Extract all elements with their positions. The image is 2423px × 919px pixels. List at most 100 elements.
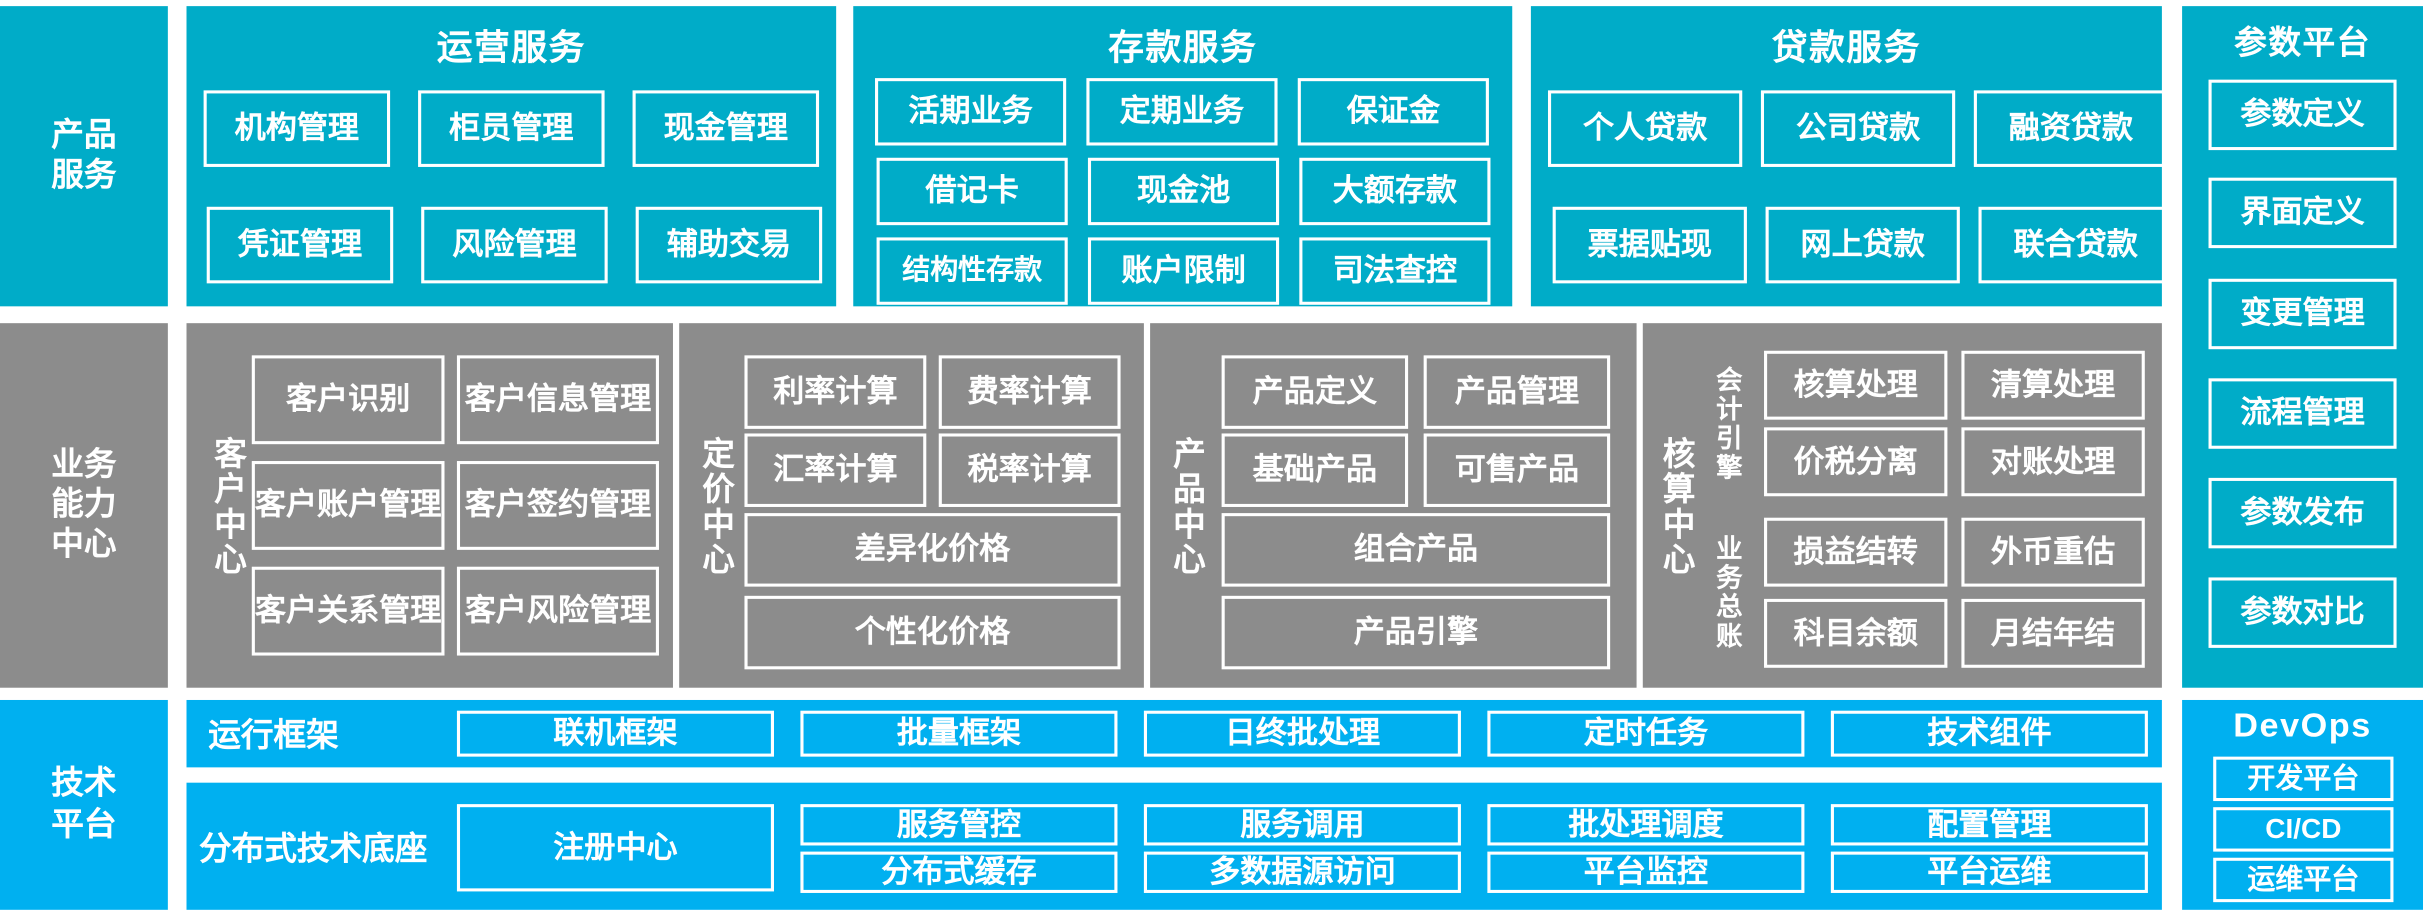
cell-param-6[interactable]: 参数对比	[2208, 577, 2397, 648]
cell-runtime-2[interactable]: 批量框架	[800, 710, 1118, 757]
group-vlabel-product-center: 产品中心	[1169, 436, 1206, 578]
group-title-devops: DevOps	[2233, 706, 2372, 745]
cell-product-wide-2[interactable]: 产品引擎	[1221, 595, 1611, 670]
cell-operation-4[interactable]: 凭证管理	[206, 206, 394, 284]
cell-customer-6[interactable]: 客户风险管理	[456, 566, 659, 656]
group-title-operation-service: 运营服务	[436, 27, 586, 68]
cell-operation-3[interactable]: 现金管理	[632, 90, 820, 167]
cell-foundation-r2-2[interactable]: 多数据源访问	[1143, 851, 1461, 893]
layer-label-technology-platform: 技术 平台	[0, 700, 168, 910]
cell-param-5[interactable]: 参数发布	[2208, 477, 2397, 549]
cell-deposit-1[interactable]: 活期业务	[875, 78, 1067, 146]
cell-runtime-4[interactable]: 定时任务	[1487, 710, 1805, 757]
cell-devops-1[interactable]: 开发平台	[2213, 756, 2394, 802]
label-line-1: 产品	[51, 117, 117, 153]
cell-pricing-1[interactable]: 利率计算	[744, 355, 927, 429]
group-accounting-center: 核算中心 会计引擎 业务总账 核算处理 清算处理 价税分离 对账处理 损益结转 …	[1642, 323, 2162, 688]
group-title-parameter-platform: 参数平台	[2234, 26, 2371, 62]
subgroup-vlabel-accounting-engine: 会计引擎	[1711, 366, 1741, 483]
layer-label-business-capability: 业务 能力 中心	[0, 323, 168, 688]
cell-param-3[interactable]: 变更管理	[2208, 278, 2397, 350]
cell-loan-1[interactable]: 个人贷款	[1547, 90, 1743, 167]
cell-foundation-r1-1[interactable]: 服务管控	[800, 804, 1118, 846]
cell-runtime-1[interactable]: 联机框架	[456, 710, 774, 757]
cell-loan-3[interactable]: 融资贷款	[1973, 90, 2169, 167]
cell-loan-6[interactable]: 联合贷款	[1978, 206, 2173, 284]
cell-pricing-2[interactable]: 费率计算	[938, 355, 1121, 429]
cell-accounting-engine-2[interactable]: 清算处理	[1961, 350, 2145, 420]
cell-customer-3[interactable]: 客户账户管理	[251, 461, 445, 550]
cell-loan-2[interactable]: 公司贷款	[1760, 90, 1956, 167]
cell-customer-1[interactable]: 客户识别	[251, 355, 445, 445]
cell-runtime-5[interactable]: 技术组件	[1830, 710, 2148, 757]
cell-param-2[interactable]: 界面定义	[2208, 177, 2397, 249]
cell-deposit-2[interactable]: 定期业务	[1086, 78, 1278, 146]
row-label-distributed-foundation: 分布式技术底座	[198, 830, 428, 867]
layer-technology-platform-label: 技术 平台	[0, 699, 168, 910]
cell-foundation-r1-3[interactable]: 批处理调度	[1487, 804, 1805, 846]
cell-deposit-9[interactable]: 司法查控	[1299, 237, 1491, 305]
cell-general-ledger-2[interactable]: 外币重估	[1961, 517, 2145, 587]
cell-deposit-3[interactable]: 保证金	[1297, 78, 1489, 146]
group-product-center: 产品中心 产品定义 产品管理 基础产品 可售产品 组合产品 产品引擎	[1150, 323, 1637, 688]
group-deposit-service: 存款服务 活期业务 定期业务 保证金 借记卡 现金池 大额存款 结构性存款 账户…	[853, 6, 1513, 307]
layer-label-product-service: 产品 服务	[0, 6, 168, 306]
cell-pricing-wide-2[interactable]: 个性化价格	[744, 595, 1121, 670]
cell-loan-4[interactable]: 票据贴现	[1552, 206, 1747, 284]
cell-accounting-engine-1[interactable]: 核算处理	[1764, 350, 1948, 420]
cell-foundation-r2-1[interactable]: 分布式缓存	[800, 851, 1118, 893]
cell-param-4[interactable]: 流程管理	[2208, 378, 2397, 449]
cell-product-2[interactable]: 产品管理	[1423, 355, 1611, 429]
group-pricing-center: 定价中心 利率计算 费率计算 汇率计算 税率计算 差异化价格 个性化价格	[679, 323, 1144, 688]
label-line-1: 技术	[51, 766, 117, 802]
cell-deposit-4[interactable]: 借记卡	[876, 157, 1068, 226]
cell-customer-4[interactable]: 客户签约管理	[456, 461, 659, 550]
label-line-2: 服务	[51, 157, 117, 193]
layer-product-service-label: 产品 服务	[0, 6, 168, 307]
cell-foundation-r2-4[interactable]: 平台运维	[1830, 851, 2148, 893]
cell-foundation-r2-3[interactable]: 平台监控	[1487, 851, 1805, 893]
cell-operation-2[interactable]: 柜员管理	[418, 90, 605, 167]
group-operation-service: 运营服务 机构管理 柜员管理 现金管理 凭证管理 风险管理 辅助交易	[186, 6, 837, 307]
cell-accounting-engine-3[interactable]: 价税分离	[1764, 427, 1948, 497]
group-title-deposit-service: 存款服务	[1108, 27, 1258, 68]
cell-customer-5[interactable]: 客户关系管理	[251, 566, 445, 656]
cell-registry-center[interactable]: 注册中心	[456, 804, 774, 892]
group-devops: DevOps 开发平台 CI/CD 运维平台	[2182, 699, 2423, 910]
group-loan-service: 贷款服务 个人贷款 公司贷款 融资贷款 票据贴现 网上贷款 联合贷款	[1530, 6, 2173, 307]
cell-general-ledger-3[interactable]: 科目余额	[1764, 598, 1948, 668]
cell-customer-2[interactable]: 客户信息管理	[456, 355, 659, 445]
label-line-1: 业务	[51, 446, 117, 482]
cell-loan-5[interactable]: 网上贷款	[1765, 206, 1960, 284]
cell-deposit-5[interactable]: 现金池	[1087, 157, 1280, 226]
row-distributed-foundation: 分布式技术底座 注册中心 服务管控 服务调用 批处理调度 配置管理 分布式缓存 …	[186, 782, 2162, 910]
cell-general-ledger-4[interactable]: 月结年结	[1961, 598, 2145, 668]
cell-accounting-engine-4[interactable]: 对账处理	[1961, 427, 2145, 497]
cell-general-ledger-1[interactable]: 损益结转	[1764, 517, 1948, 587]
cell-runtime-3[interactable]: 日终批处理	[1143, 710, 1461, 757]
cell-devops-3[interactable]: 运维平台	[2213, 857, 2394, 903]
cell-deposit-7[interactable]: 结构性存款	[876, 237, 1068, 305]
cell-operation-5[interactable]: 风险管理	[421, 206, 608, 284]
cell-operation-1[interactable]: 机构管理	[203, 90, 391, 167]
cell-foundation-r1-4[interactable]: 配置管理	[1830, 804, 2148, 846]
cell-pricing-wide-1[interactable]: 差异化价格	[744, 513, 1121, 587]
cell-product-3[interactable]: 基础产品	[1221, 433, 1409, 507]
cell-deposit-6[interactable]: 大额存款	[1299, 157, 1491, 226]
cell-devops-2[interactable]: CI/CD	[2213, 807, 2394, 852]
cell-deposit-8[interactable]: 账户限制	[1087, 237, 1280, 305]
cell-product-4[interactable]: 可售产品	[1423, 433, 1611, 507]
cell-pricing-4[interactable]: 税率计算	[938, 433, 1121, 507]
cell-product-1[interactable]: 产品定义	[1221, 355, 1409, 429]
layer-business-capability-label: 业务 能力 中心	[0, 323, 168, 688]
group-title-loan-service: 贷款服务	[1771, 27, 1921, 68]
cell-pricing-3[interactable]: 汇率计算	[744, 433, 927, 507]
cell-operation-6[interactable]: 辅助交易	[635, 206, 823, 284]
cell-param-1[interactable]: 参数定义	[2208, 79, 2397, 151]
cell-foundation-r1-2[interactable]: 服务调用	[1143, 804, 1461, 846]
row-runtime-framework: 运行框架 联机框架 批量框架 日终批处理 定时任务 技术组件	[186, 699, 2162, 768]
label-line-2: 能力	[51, 486, 117, 523]
subgroup-vlabel-general-ledger: 业务总账	[1711, 534, 1741, 651]
cell-product-wide-1[interactable]: 组合产品	[1221, 513, 1611, 587]
row-label-runtime-framework: 运行框架	[208, 718, 339, 754]
